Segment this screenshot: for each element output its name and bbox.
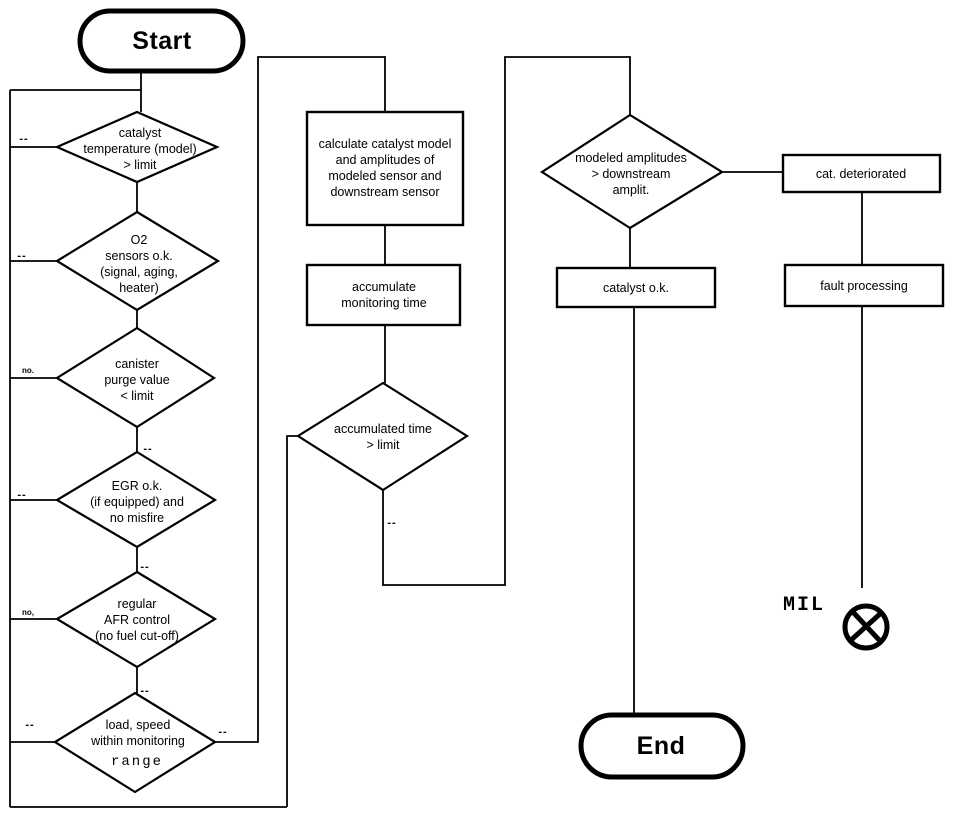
- edge-mark-d5-in: --: [140, 560, 150, 573]
- mil-label: MIL: [782, 594, 826, 618]
- edge-mark-d6-yes: --: [218, 725, 228, 738]
- mil-lamp-circle: [842, 603, 890, 651]
- decision-accumulated-time-label: accumulated time > limit: [334, 422, 432, 452]
- process-catalyst-ok: [555, 266, 717, 309]
- decision-modeled-amplitudes: [539, 113, 725, 230]
- process-calculate-model-label: calculate catalyst model and amplitudes …: [318, 137, 452, 199]
- decision-load-speed-label: load, speed within monitoring: [91, 718, 185, 748]
- edge-mark-d5-no: no,: [22, 607, 34, 617]
- end-label: End: [636, 732, 686, 760]
- decision-afr-control: [54, 570, 218, 669]
- mil-lamp-icon: [842, 603, 890, 651]
- start-terminator: [77, 8, 246, 74]
- edge-mark-d3-no: no.: [22, 365, 34, 375]
- process-accumulate-time: [305, 263, 462, 327]
- process-fault-processing: [783, 263, 945, 308]
- process-fault-processing-label: fault processing: [820, 279, 908, 293]
- decision-o2-sensors: [54, 210, 221, 312]
- edge-d7-yes-to-d8: [382, 56, 631, 586]
- decision-load-speed-range-label: range: [110, 754, 164, 771]
- decision-egr-misfire-label: EGR o.k. (if equipped) and no misfire: [90, 479, 184, 525]
- edge-mark-d4-in: --: [143, 442, 153, 455]
- decision-afr-control-label: regular AFR control (no fuel cut-off): [95, 597, 179, 643]
- decision-canister-purge-label: canister purge value < limit: [104, 357, 170, 403]
- process-shapes: [305, 110, 945, 327]
- decision-egr-misfire: [54, 450, 218, 549]
- decision-accumulated-time: [295, 381, 470, 492]
- connector-lines: [9, 56, 863, 808]
- process-catalyst-ok-label: catalyst o.k.: [603, 281, 669, 295]
- decision-canister-purge: [54, 326, 217, 429]
- process-cat-deteriorated: [781, 153, 942, 194]
- decision-modeled-amplitudes-label: modeled amplitudes > downstream amplit.: [575, 151, 687, 197]
- edge-mark-d2-no: --: [17, 249, 27, 262]
- edge-mark-d4-no: --: [17, 488, 27, 501]
- edge-d6-yes-to-p1: [215, 56, 386, 743]
- start-label: Start: [132, 27, 192, 55]
- edge-mark-d6-no: --: [25, 718, 35, 731]
- edge-mark-d7-yes: --: [387, 516, 397, 529]
- process-cat-deteriorated-label: cat. deteriorated: [815, 167, 907, 181]
- edge-d7-no-return: [286, 435, 298, 807]
- process-accumulate-time-label: accumulate monitoring time: [341, 280, 427, 310]
- edge-mark-d6-in: --: [140, 684, 150, 697]
- mil-lamp-x-stroke-2: [848, 611, 883, 643]
- decision-o2-sensors-label: O2 sensors o.k. (signal, aging, heater): [100, 233, 178, 295]
- process-calculate-model: [305, 110, 465, 227]
- end-terminator: [578, 712, 746, 780]
- decision-catalyst-temperature: [54, 110, 220, 184]
- decision-shapes: [52, 110, 725, 794]
- edge-mark-d1-no: --: [19, 132, 29, 145]
- decision-load-speed: [52, 691, 218, 794]
- decision-catalyst-temperature-label: catalyst temperature (model) > limit: [83, 126, 197, 172]
